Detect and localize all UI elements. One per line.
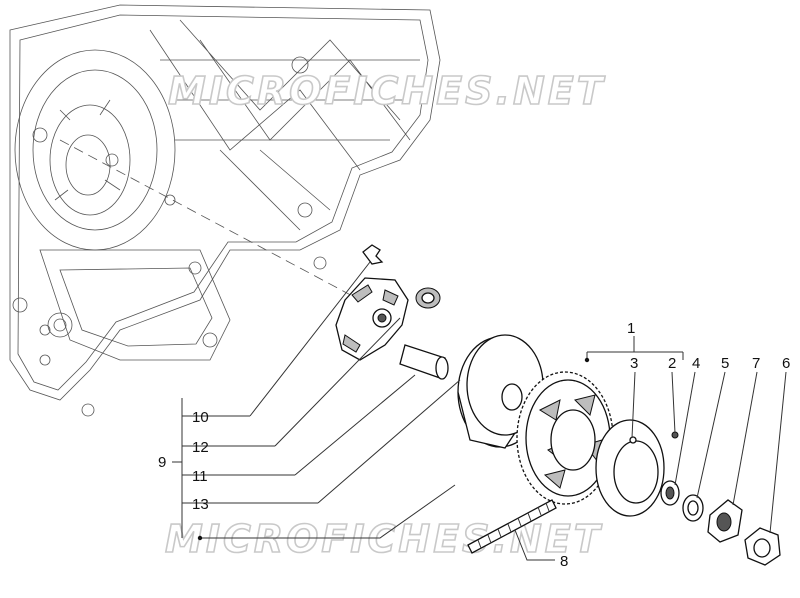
part-11-bush — [415, 287, 441, 309]
callout-6: 6 — [782, 355, 790, 372]
callout-13: 13 — [192, 496, 209, 513]
part-6-nut — [744, 527, 781, 566]
callout-1: 1 — [627, 320, 635, 337]
callout-2: 2 — [668, 355, 676, 372]
callout-11: 11 — [192, 468, 208, 485]
crankcase-housing — [9, 4, 441, 417]
callout-7: 7 — [752, 355, 760, 372]
part-10-clip — [362, 244, 384, 265]
watermark-top: MICROFICHES.NET — [168, 69, 606, 113]
part-7-hub — [707, 499, 743, 543]
pulley-half — [457, 334, 544, 449]
callout-12: 12 — [192, 439, 209, 456]
leader-lines — [172, 261, 787, 561]
callout-4: 4 — [692, 355, 700, 372]
part-4-washer — [660, 480, 680, 506]
callout-10: 10 — [192, 409, 209, 426]
callout-5: 5 — [721, 355, 729, 372]
callout-labels: 1 2 3 4 5 6 7 8 9 10 11 12 13 — [158, 320, 790, 570]
watermark-bottom: MICROFICHES.NET — [165, 517, 603, 561]
fan-pulley — [516, 371, 614, 505]
part-13-spacer — [399, 344, 449, 380]
callout-8: 8 — [560, 553, 568, 570]
part-12-ramp-plate — [335, 277, 409, 361]
callout-3: 3 — [630, 355, 638, 372]
callout-9: 9 — [158, 454, 166, 471]
part-3-plate — [595, 419, 665, 517]
part-8-spring — [467, 499, 557, 554]
part-5-washer — [682, 494, 704, 522]
